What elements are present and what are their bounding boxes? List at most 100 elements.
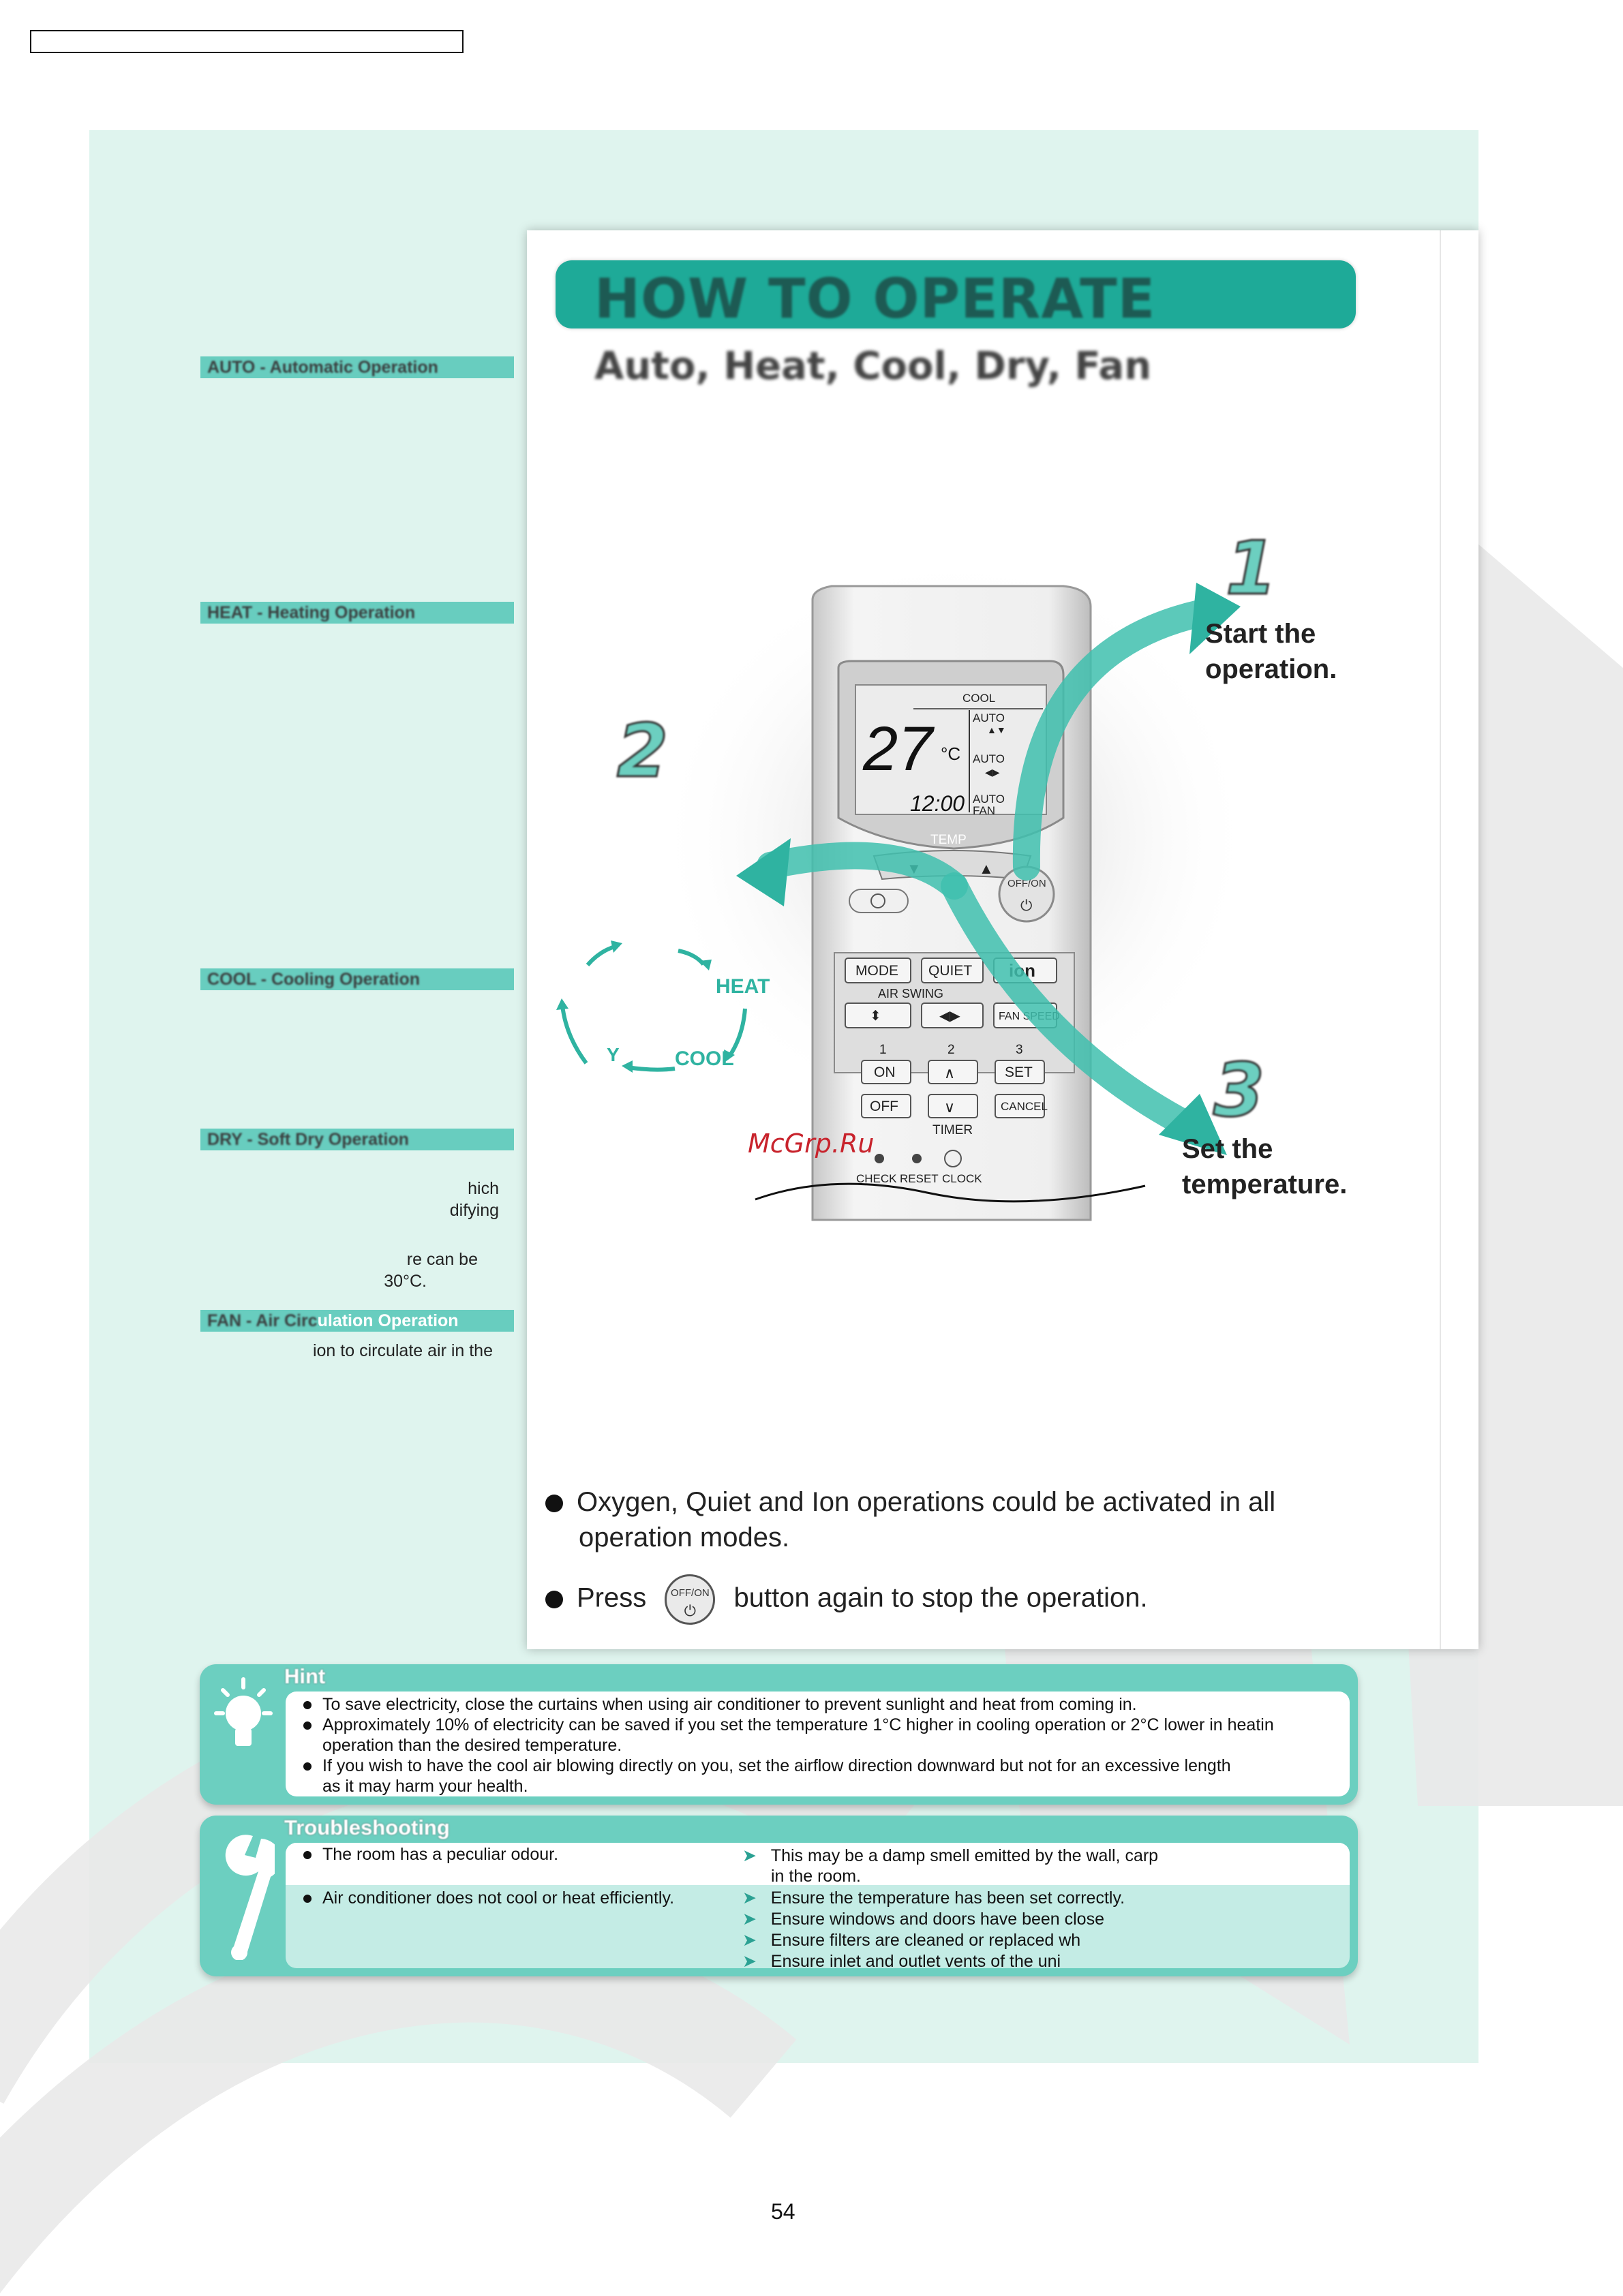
oxygen-button[interactable] [849, 889, 909, 913]
lightbulb-icon [214, 1677, 273, 1746]
timer-down-icon: ∨ [944, 1099, 955, 1116]
troubleshooting-title: Troubleshooting [284, 1816, 450, 1839]
timer-off-label: OFF [870, 1099, 898, 1114]
lcd-swing-top: AUTO [973, 711, 1005, 724]
offon-icon-label: OFF/ON [671, 1587, 710, 1599]
lcd-leftright-icon: ◀▶ [985, 767, 1000, 778]
hint-title: Hint [284, 1664, 326, 1688]
timer-num-3: 3 [1016, 1043, 1023, 1057]
timer-on-button[interactable] [861, 1060, 911, 1084]
watermark: McGrp.Ru [748, 1129, 875, 1159]
troubleshooting-panel: Troubleshooting The room has a peculiar … [200, 1816, 1358, 1976]
arrow-start-shaft [1012, 600, 1213, 881]
arrow-temp-shaft [941, 872, 1213, 1145]
note-2-before: Press [577, 1582, 647, 1613]
note-2: Press OFF/ON ⏻ button again to stop the … [545, 1574, 1148, 1625]
check-label: CHECK [856, 1172, 897, 1185]
cycle-arrow-3 [727, 1008, 747, 1058]
arrow-mode-shaft [757, 842, 968, 900]
hint-line-4: If you wish to have the cool air blowing… [303, 1756, 1231, 1776]
cycle-arrow-1 [586, 944, 618, 966]
note-1-line2: operation modes. [579, 1522, 790, 1552]
note-1-bullet [545, 1495, 563, 1513]
timer-up-button[interactable] [928, 1060, 978, 1084]
ts-solution-2-4: ➤ Ensure inlet and outlet vents of the u… [742, 1952, 1061, 1968]
page-title: HOW TO OPERATE [594, 267, 1156, 331]
timer-up-icon: ∧ [944, 1065, 955, 1082]
cycle-arrow-1-head [611, 940, 622, 953]
air-swing-label: AIR SWING [878, 987, 943, 1000]
timer-cancel-label: CANCEL [1001, 1100, 1048, 1113]
hand-outline [755, 1182, 1146, 1203]
section-dry: DRY - Soft Dry Operation [200, 1129, 514, 1150]
cycle-arrow-5-head [556, 998, 568, 1010]
cycle-arrow-2-head [699, 960, 712, 970]
lcd-unit: °C [941, 744, 960, 764]
arrow-temp-head [1159, 1094, 1227, 1155]
section-dry-label: DRY - Soft Dry Operation [207, 1130, 409, 1149]
power-icon-small: ⏻ [684, 1602, 697, 1619]
clock-label: CLOCK [942, 1172, 982, 1185]
step-3-text: Set the temperature. [1182, 1131, 1347, 1202]
offon-label: OFF/ON [1007, 878, 1046, 889]
offon-icon: OFF/ON ⏻ [665, 1574, 716, 1625]
arrow-start-head [1189, 583, 1241, 654]
step-1-line2: operation. [1205, 654, 1337, 684]
mode-button[interactable] [845, 958, 911, 983]
step-1-number: 1 [1224, 525, 1277, 613]
page-subtitle: Auto, Heat, Cool, Dry, Fan [594, 344, 1152, 388]
section-cool: COOL - Cooling Operation [200, 968, 514, 990]
timer-label: TIMER [932, 1123, 973, 1137]
ts-solution-2-3: ➤ Ensure filters are cleaned or replaced… [742, 1931, 1081, 1950]
hint-line-3: operation than the desired temperature. [322, 1736, 622, 1755]
check-button[interactable] [875, 1154, 884, 1163]
timer-set-label: SET [1005, 1065, 1033, 1080]
cycle-arrow-5 [560, 1005, 588, 1065]
note-2-after: button again to stop the operation. [733, 1582, 1148, 1613]
lcd-updown-icon: ▲▼ [987, 724, 1006, 735]
timer-num-2: 2 [947, 1043, 955, 1057]
lcd-fan-top: AUTO [973, 793, 1005, 806]
timer-down-button[interactable] [928, 1094, 978, 1118]
step-3-line2: temperature. [1182, 1169, 1348, 1199]
fan-fragment-1: ion to circulate air in the [312, 1341, 493, 1360]
cycle-arrow-4-head [622, 1060, 633, 1073]
swing-updown-button[interactable] [845, 1002, 911, 1028]
note-2-bullet [545, 1591, 563, 1608]
timer-on-label: ON [874, 1065, 896, 1080]
swing-leftright-button[interactable] [921, 1002, 984, 1028]
timer-off-button[interactable] [861, 1094, 911, 1118]
step-2-number: 2 [616, 708, 669, 795]
section-cool-label: COOL - Cooling Operation [207, 970, 421, 989]
swing-leftright-icon: ◀▶ [939, 1009, 960, 1024]
hint-line-2: Approximately 10% of electricity can be … [303, 1715, 1274, 1735]
troubleshooting-content: The room has a peculiar odour. ➤ This ma… [286, 1843, 1350, 1968]
cycle-heat-label: HEAT [716, 975, 770, 998]
quiet-button-label: QUIET [928, 963, 972, 979]
quiet-button[interactable] [921, 958, 984, 983]
page-number: 54 [771, 2199, 795, 2224]
step-1-text: Start the operation. [1205, 616, 1337, 687]
temp-up-icon[interactable]: ▲ [979, 860, 994, 877]
lcd-temp: 27 [862, 714, 935, 784]
note-1-line1: Oxygen, Quiet and Ion operations could b… [577, 1487, 1276, 1517]
dry-fragment-4: 30°C. [384, 1272, 427, 1291]
note-1: Oxygen, Quiet and Ion operations could b… [545, 1487, 1275, 1518]
section-heat: HEAT - Heating Operation [200, 602, 514, 624]
lcd-mode: COOL [962, 692, 995, 705]
lcd-swing-mid: AUTO [973, 752, 1005, 765]
wrench-icon [225, 1835, 275, 1960]
timer-cancel-button[interactable] [995, 1094, 1045, 1118]
timer-set-button[interactable] [995, 1060, 1045, 1084]
step-3-number: 3 [1212, 1047, 1265, 1135]
dry-fragment-3: re can be [406, 1250, 478, 1269]
dry-fragment-1: hich [468, 1179, 499, 1198]
reset-button[interactable] [912, 1154, 922, 1163]
step-3-line1: Set the [1182, 1134, 1273, 1164]
section-fan: FAN - Air Circulation Operation [200, 1310, 514, 1332]
section-auto: AUTO - Automatic Operation [200, 356, 514, 378]
oxygen-icon [870, 893, 885, 908]
cycle-cool-label: COOL [675, 1047, 734, 1070]
dry-fragment-2: difying [449, 1201, 499, 1220]
clock-button[interactable] [944, 1150, 962, 1167]
